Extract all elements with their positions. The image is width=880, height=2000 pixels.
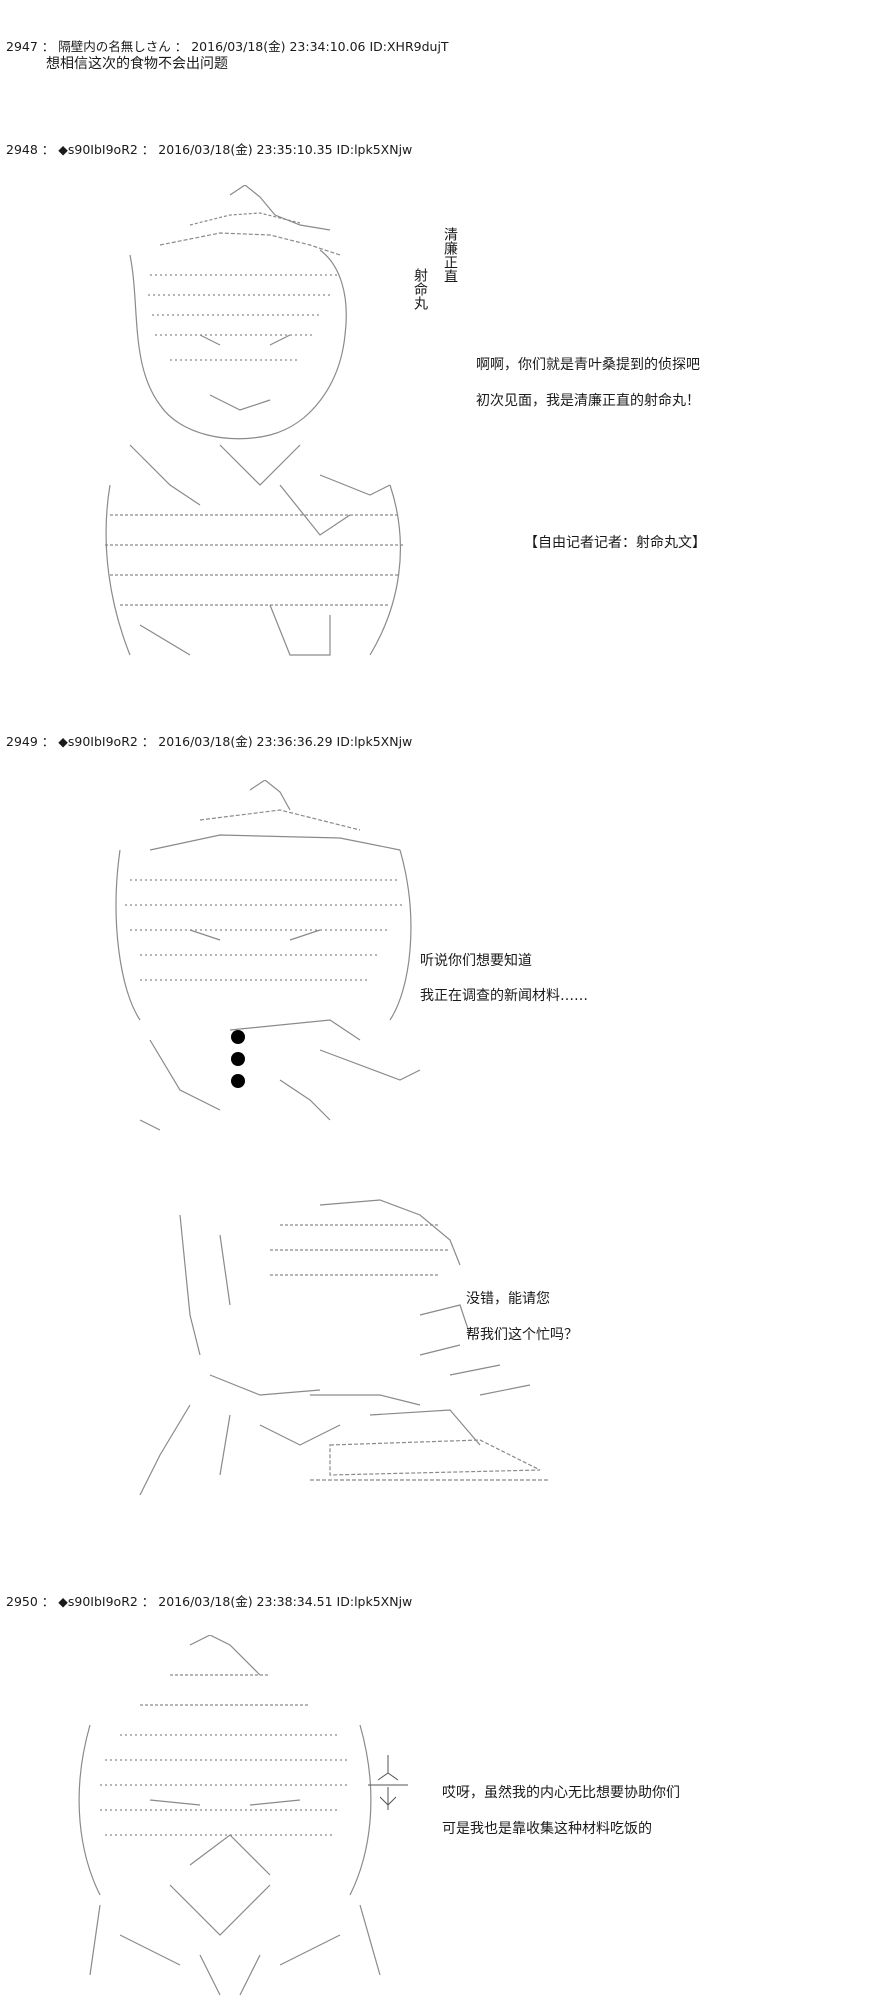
post-header: 2949 ： ◆s90IbI9oR2 ： 2016/03/18(金) 23:36… bbox=[6, 734, 413, 749]
vertical-text: 射命丸 bbox=[412, 268, 428, 310]
ascii-art-aya-portrait bbox=[70, 185, 450, 665]
post-header: 2950 ： ◆s90IbI9oR2 ： 2016/03/18(金) 23:38… bbox=[6, 1594, 413, 1609]
ascii-art-aya-smirk bbox=[100, 780, 430, 1140]
dialogue-line: 听说你们想要知道 bbox=[420, 953, 532, 969]
ascii-art-aya-sighing bbox=[60, 1635, 440, 2000]
caption: 【自由记者记者：射命丸文】 bbox=[524, 535, 706, 551]
post-text: 想相信这次的食物不会出问题 bbox=[46, 56, 228, 72]
bullet-dot bbox=[231, 1030, 245, 1044]
dialogue-line: 没错，能请您 bbox=[466, 1291, 550, 1307]
dialogue-line: 哎呀，虽然我的内心无比想要协助你们 bbox=[442, 1785, 680, 1801]
bullet-dot bbox=[231, 1074, 245, 1088]
post-header: 2947 ： 隔壁内の名無しさん ： 2016/03/18(金) 23:34:1… bbox=[6, 39, 449, 54]
dialogue-line: 可是我也是靠收集这种材料吃饭的 bbox=[442, 1821, 652, 1837]
vertical-text-first-column: 清廉正直 bbox=[440, 227, 458, 283]
dialogue-line: 初次见面，我是清廉正直的射命丸！ bbox=[476, 393, 700, 409]
bullet-dot bbox=[231, 1052, 245, 1066]
dialogue-line: 我正在调查的新闻材料…… bbox=[420, 988, 588, 1004]
ascii-art-detective-bowing bbox=[120, 1195, 560, 1505]
post-header: 2948 ： ◆s90IbI9oR2 ： 2016/03/18(金) 23:35… bbox=[6, 142, 413, 157]
dialogue-line: 帮我们这个忙吗？ bbox=[466, 1327, 578, 1343]
dialogue-line: 啊啊，你们就是青叶桑提到的侦探吧 bbox=[476, 357, 700, 373]
vertical-text-second-column: 射命丸 bbox=[410, 268, 428, 310]
sparkle-figure bbox=[368, 1755, 408, 1815]
vertical-text: 清廉正直 bbox=[442, 227, 458, 283]
